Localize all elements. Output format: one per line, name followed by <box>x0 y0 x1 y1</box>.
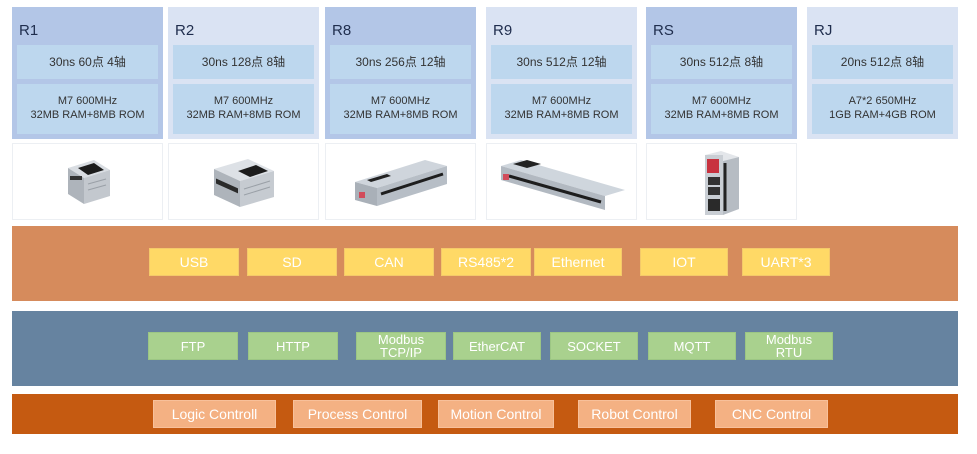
model-name: R2 <box>175 22 195 39</box>
model-card-r9: R9 30ns 512点 12轴 M7 600MHz 32MB RAM+8MB R… <box>486 7 637 139</box>
model-cpu: A7*2 650MHz <box>848 95 917 107</box>
product-image-r1 <box>12 143 163 220</box>
model-io-spec: 30ns 512点 12轴 <box>491 45 632 79</box>
model-io-spec: 20ns 512点 8轴 <box>812 45 953 79</box>
product-image-r2 <box>168 143 319 220</box>
protocol-chip-ethercat: EtherCAT <box>453 332 541 360</box>
model-memory: 1GB RAM+4GB ROM <box>829 109 936 121</box>
interface-chip-can: CAN <box>344 248 434 276</box>
interface-chip-rs485: RS485*2 <box>441 248 531 276</box>
application-chip-motion: Motion Control <box>438 400 554 428</box>
model-hardware-spec: M7 600MHz 32MB RAM+8MB ROM <box>173 84 314 134</box>
model-name: RJ <box>814 22 833 39</box>
applications-band: Logic Controll Process Control Motion Co… <box>12 394 958 434</box>
protocol-label: Modbus <box>765 332 813 347</box>
application-chip-logic: Logic Controll <box>153 400 276 428</box>
protocol-label: MQTT <box>673 338 711 354</box>
interface-chip-usb: USB <box>149 248 239 276</box>
interface-chip-iot: IOT <box>640 248 728 276</box>
model-name: RS <box>653 22 674 39</box>
model-card-rj: RJ 20ns 512点 8轴 A7*2 650MHz 1GB RAM+4GB R… <box>807 7 958 139</box>
model-memory: 32MB RAM+8MB ROM <box>30 109 145 121</box>
model-cpu: M7 600MHz <box>531 95 592 107</box>
model-io-spec: 30ns 128点 8轴 <box>173 45 314 79</box>
plc-compact-medium-icon <box>213 158 274 207</box>
protocol-chip-socket: SOCKET <box>550 332 638 360</box>
model-name: R8 <box>332 22 352 39</box>
interfaces-band: USB SD CAN RS485*2 Ethernet IOT UART*3 <box>12 226 958 301</box>
interface-chip-uart: UART*3 <box>742 248 830 276</box>
product-image-r9 <box>486 143 637 220</box>
application-chip-process: Process Control <box>293 400 422 428</box>
model-memory: 32MB RAM+8MB ROM <box>664 109 779 121</box>
model-memory: 32MB RAM+8MB ROM <box>343 109 458 121</box>
model-hardware-spec: M7 600MHz 32MB RAM+8MB ROM <box>330 84 471 134</box>
product-image-rs <box>646 143 797 220</box>
product-image-r8 <box>325 143 476 220</box>
protocol-label: SOCKET <box>567 338 621 354</box>
model-io-spec: 30ns 512点 8轴 <box>651 45 792 79</box>
model-card-rs: RS 30ns 512点 8轴 M7 600MHz 32MB RAM+8MB RO… <box>646 7 797 139</box>
protocol-chip-mqtt: MQTT <box>648 332 736 360</box>
protocol-label-line2: RTU <box>775 345 803 360</box>
plc-compact-small-icon <box>67 159 110 204</box>
application-chip-robot: Robot Control <box>578 400 691 428</box>
plc-slim-ethernet-icon <box>704 150 739 215</box>
model-memory: 32MB RAM+8MB ROM <box>504 109 619 121</box>
plc-long-icon <box>500 159 625 210</box>
protocol-label: HTTP <box>276 338 310 354</box>
protocol-label: FTP <box>180 338 206 354</box>
protocol-label: EtherCAT <box>468 338 526 354</box>
model-cpu: M7 600MHz <box>370 95 431 107</box>
model-name: R1 <box>19 22 39 39</box>
protocol-label: Modbus <box>377 332 425 347</box>
protocol-chip-http: HTTP <box>248 332 338 360</box>
model-name: R9 <box>493 22 513 39</box>
model-hardware-spec: A7*2 650MHz 1GB RAM+4GB ROM <box>812 84 953 134</box>
model-memory: 32MB RAM+8MB ROM <box>186 109 301 121</box>
interface-chip-ethernet: Ethernet <box>534 248 622 276</box>
model-card-r1: R1 30ns 60点 4轴 M7 600MHz 32MB RAM+8MB ROM <box>12 7 163 139</box>
application-chip-cnc: CNC Control <box>715 400 828 428</box>
model-card-r8: R8 30ns 256点 12轴 M7 600MHz 32MB RAM+8MB R… <box>325 7 476 139</box>
model-cpu: M7 600MHz <box>691 95 752 107</box>
model-hardware-spec: M7 600MHz 32MB RAM+8MB ROM <box>651 84 792 134</box>
model-cpu: M7 600MHz <box>213 95 274 107</box>
model-io-spec: 30ns 60点 4轴 <box>17 45 158 79</box>
model-cpu: M7 600MHz <box>57 95 118 107</box>
interface-chip-sd: SD <box>247 248 337 276</box>
protocol-chip-ftp: FTP <box>148 332 238 360</box>
model-hardware-spec: M7 600MHz 32MB RAM+8MB ROM <box>491 84 632 134</box>
protocol-label-line2: TCP/IP <box>380 345 422 360</box>
model-hardware-spec: M7 600MHz 32MB RAM+8MB ROM <box>17 84 158 134</box>
model-io-spec: 30ns 256点 12轴 <box>330 45 471 79</box>
model-card-r2: R2 30ns 128点 8轴 M7 600MHz 32MB RAM+8MB RO… <box>168 7 319 139</box>
plc-long-icon <box>354 159 447 206</box>
